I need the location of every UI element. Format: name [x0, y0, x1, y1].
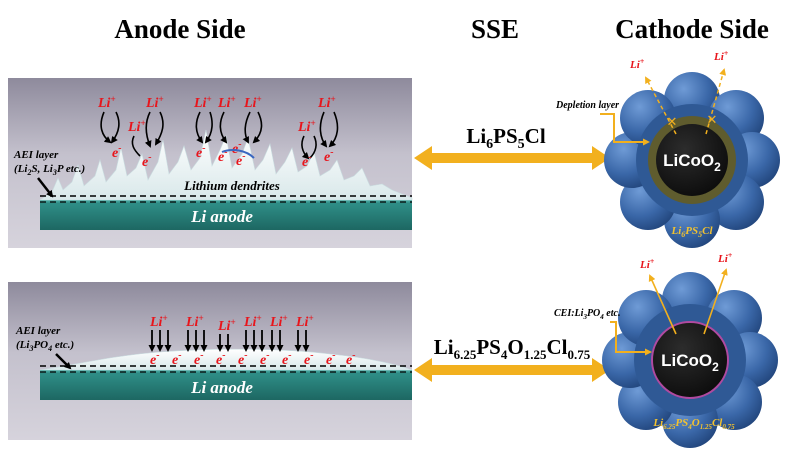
bottom-sse-arrow: Li6.25PS4O1.25Cl0.75 [414, 335, 610, 382]
top-li-ion-8: Li+ [317, 94, 336, 111]
top-electron-6: e- [236, 151, 246, 169]
top-li-ion-1: Li+ [97, 94, 116, 111]
bottom-electrons: e- e- e- e- e- e- e- e- e- e- [150, 350, 356, 368]
svg-text:e-: e- [282, 350, 292, 368]
top-li-ions: Li+ Li+ Li+ Li+ Li+ Li+ Li+ Li+ [97, 94, 336, 135]
svg-text:Li+: Li+ [149, 313, 168, 330]
cathode-side-header: Cathode Side [615, 14, 769, 44]
bottom-cathode-li-ion-2: Li+ [717, 251, 733, 265]
bottom-aei-label-line2: (Li3PO4 etc.) [16, 339, 74, 353]
top-li-ion-4: Li+ [193, 94, 212, 111]
top-block-mark-1: ✕ [667, 115, 678, 130]
uniform-deposition-shape [39, 348, 413, 371]
sse-header: SSE [471, 14, 519, 44]
bottom-aei-pointer-arrow [55, 353, 72, 370]
svg-text:e-: e- [346, 350, 356, 368]
cei-pointer [610, 321, 652, 356]
svg-text:Li+: Li+ [127, 118, 146, 135]
bottom-core-label: LiCoO2 [661, 351, 719, 374]
svg-text:Li+: Li+ [317, 94, 336, 111]
top-ion-arrows [100, 111, 339, 160]
top-li-path-1 [645, 76, 677, 135]
top-li-ion-5: Li+ [217, 94, 236, 111]
bottom-ion-arrows [148, 330, 310, 352]
top-aei-pointer-arrow [37, 177, 54, 198]
top-sse-formula: Li6PS5Cl [466, 124, 546, 152]
svg-text:e-: e- [216, 350, 226, 368]
bottom-shell-label: Li6.25PS4O1.25Cl0.75 [652, 417, 735, 431]
top-licoo2-core [656, 124, 728, 196]
svg-text:Li+: Li+ [269, 313, 288, 330]
top-shell-label: Li6PS5Cl [670, 225, 713, 239]
anode-side-header: Anode Side [114, 14, 245, 44]
lithium-dendrites-label: Lithium dendrites [183, 178, 280, 193]
bottom-licoo2-core [651, 321, 729, 399]
top-cathode-particle: LiCoO2 Li6PS5Cl Li+ Li+ ✕ ✕ Depletion la… [555, 49, 780, 248]
top-electron-7: e- [302, 152, 312, 170]
svg-text:Li+: Li+ [217, 317, 236, 334]
depletion-layer-pointer [600, 113, 650, 146]
bottom-li-ions: Li+ Li+ Li+ Li+ Li+ Li+ [149, 313, 314, 334]
top-aei-label-line2: (Li2S, Li3P etc.) [14, 163, 85, 177]
lithium-dendrites-shape [39, 129, 413, 201]
top-electron-2: e- [142, 152, 152, 170]
svg-text:Li+: Li+ [295, 313, 314, 330]
top-electron-3: e- [196, 143, 206, 161]
bottom-cathode-particle: LiCoO2 Li6.25PS4O1.25Cl0.75 Li+ Li+ CEI:… [554, 251, 778, 448]
svg-text:Li+: Li+ [243, 313, 262, 330]
depletion-layer-label: Depletion layer [555, 100, 619, 111]
svg-text:e-: e- [194, 350, 204, 368]
top-li-ion-2: Li+ [127, 118, 146, 135]
bottom-sse-formula: Li6.25PS4O1.25Cl0.75 [434, 335, 591, 362]
svg-text:e-: e- [238, 350, 248, 368]
top-li-anode-label: Li anode [190, 207, 253, 226]
svg-text:Li+: Li+ [297, 118, 316, 135]
top-li-ion-6: Li+ [243, 94, 262, 111]
bottom-li-anode-label: Li anode [190, 378, 253, 397]
svg-text:Li+: Li+ [243, 94, 262, 111]
svg-text:Li+: Li+ [217, 94, 236, 111]
svg-text:e-: e- [326, 350, 336, 368]
bottom-li-path-1 [648, 274, 677, 335]
svg-text:Li+: Li+ [193, 94, 212, 111]
bottom-aei-label-line1: AEI layer [15, 325, 61, 337]
top-cathode-li-ion-1: Li+ [629, 57, 645, 71]
top-li-ion-3: Li+ [145, 94, 164, 111]
svg-text:e-: e- [304, 350, 314, 368]
svg-text:Li+: Li+ [185, 313, 204, 330]
top-block-mark-2: ✕ [707, 113, 718, 128]
top-electron-8: e- [324, 147, 334, 165]
top-electron-4: e- [218, 147, 228, 165]
bottom-li-path-2 [703, 268, 728, 335]
top-core-label: LiCoO2 [663, 151, 721, 174]
svg-text:e-: e- [172, 350, 182, 368]
top-aei-label-line1: AEI layer [13, 149, 59, 161]
top-sse-arrow: Li6PS5Cl [414, 124, 610, 170]
bottom-shell-bumps [602, 272, 778, 448]
bottom-cathode-li-ion-1: Li+ [639, 257, 655, 271]
svg-text:Li+: Li+ [145, 94, 164, 111]
top-anode-panel: Li anode Lithium dendrites AEI layer (Li… [8, 78, 413, 248]
top-electron-1: e- [112, 143, 122, 161]
svg-text:e-: e- [150, 350, 160, 368]
bottom-anode-panel: Li anode AEI layer (Li3PO4 etc.) Li+ Li+… [8, 282, 413, 440]
svg-text:e-: e- [260, 350, 270, 368]
top-cathode-li-ion-2: Li+ [713, 49, 729, 63]
top-li-ion-7: Li+ [297, 118, 316, 135]
blue-electron-path [221, 149, 255, 159]
svg-text:Li+: Li+ [97, 94, 116, 111]
cei-label: CEI:Li3PO4 etc. [554, 308, 620, 321]
